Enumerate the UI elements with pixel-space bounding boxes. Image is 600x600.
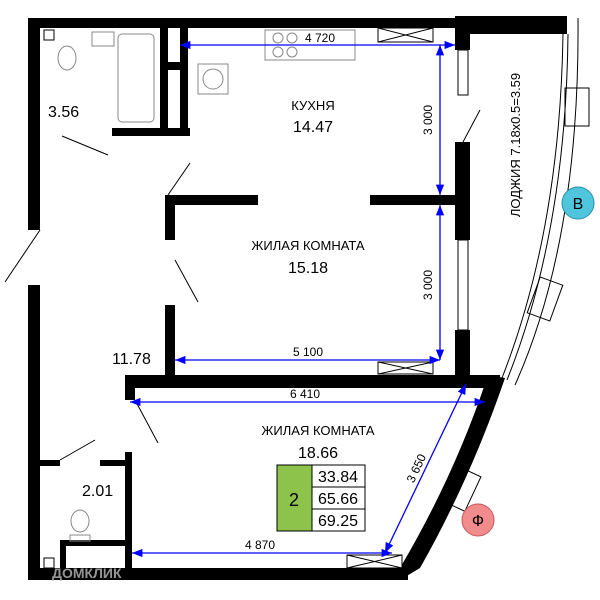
dim-room2-width: 6 410: [290, 387, 320, 401]
rooms-count-cell: [276, 464, 313, 532]
loggia-label: ЛОДЖИЯ 7.18x0.5=3.59: [508, 73, 523, 217]
bathroom-top-area: 3.56: [48, 104, 79, 121]
room2-name: ЖИЛАЯ КОМНАТА: [261, 423, 374, 438]
bathroom-bottom-area: 2.01: [82, 483, 113, 500]
rooms-count: 2: [289, 490, 299, 510]
dim-room1-width: 5 100: [293, 345, 323, 359]
summary-box: 2 33.84 65.66 69.25: [276, 464, 366, 532]
kitchen-area: 14.47: [293, 119, 333, 136]
total-with-loggia: 69.25: [318, 513, 358, 530]
total-area: 65.66: [318, 491, 358, 508]
door-swings: [4, 109, 481, 461]
dim-room2-bottom: 4 870: [245, 538, 275, 552]
svg-text:Ф: Ф: [472, 513, 484, 530]
dim-room1-depth: 3 000: [421, 270, 435, 300]
watermark: ДОМКЛИК: [52, 565, 122, 581]
room2-area: 18.66: [298, 445, 338, 462]
living-area: 33.84: [318, 469, 358, 486]
svg-text:В: В: [573, 196, 584, 213]
dimension-lines: [130, 40, 485, 558]
room1-name: ЖИЛАЯ КОМНАТА: [251, 238, 364, 253]
room1-area: 15.18: [288, 260, 328, 277]
vents: [43, 27, 434, 569]
dim-kitchen-depth: 3 000: [421, 105, 435, 135]
hall-area: 11.78: [112, 351, 151, 368]
loggia-outline: [442, 17, 590, 512]
side-marker-f: Ф: [461, 503, 495, 537]
windows: [457, 49, 469, 331]
dim-kitchen-width: 4 720: [305, 31, 335, 45]
kitchen-name: КУХНЯ: [291, 98, 334, 113]
side-marker-b: В: [561, 186, 595, 220]
walls: [28, 16, 567, 580]
